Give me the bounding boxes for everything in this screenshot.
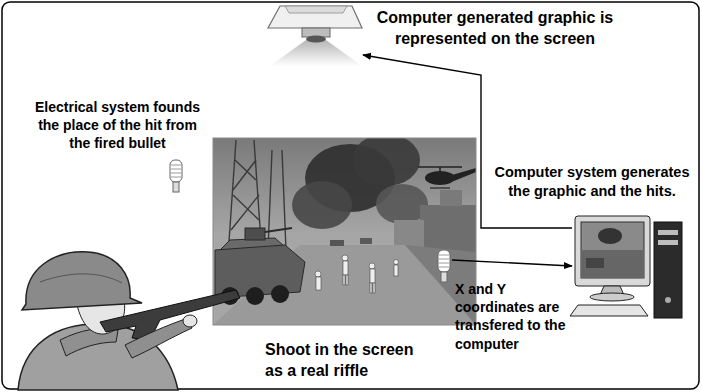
helicopter-body [425,171,455,185]
sensor-head [170,160,182,182]
vehicle-wheel [271,285,289,303]
sensor-grille [439,255,449,267]
computer-tower [654,222,682,318]
shooter-helmet [22,252,142,310]
shooter-figure [18,252,240,390]
sensor-handle [173,182,179,192]
sensor-node: Electrical system founds the place of th… [168,160,184,192]
building [440,190,462,206]
power-button [665,297,671,303]
connector-arrow [452,260,572,266]
light-cone [270,40,362,66]
figure-body [316,277,321,290]
sensor-grille [171,165,181,177]
shooter-forearm [125,318,192,358]
helicopter [418,167,476,188]
grille-line [171,177,181,178]
grille-line [171,169,181,170]
game-screen [213,134,476,325]
vehicle-wheel [246,287,264,305]
monitor-screen [581,222,644,278]
node-label: X and Y coordinates are transfered to th… [455,280,567,353]
helicopter-tail [452,168,476,181]
monitor-scene-ground [581,250,644,278]
figure-head [369,263,375,269]
figure-head [394,260,399,265]
tower-brace [233,195,259,220]
keyboard [570,305,648,316]
screen-border [213,138,476,325]
vehicle-gun [265,228,292,232]
figure-leg [343,275,345,285]
figure-leg [373,283,375,293]
grille-line [439,263,449,264]
projector-body [268,6,362,28]
shooter-hand [183,315,197,327]
tower-leg [228,140,236,256]
soldier-figures [315,255,399,293]
projector-top [285,6,347,13]
computer-node: Computer system generates the graphic an… [572,212,682,322]
helicopter-skid [430,187,450,188]
node-label: Computer system generates the graphic an… [492,163,692,201]
hit-sensor-icon [438,250,450,282]
figure-body [394,265,398,276]
grille-line [171,173,181,174]
monitor-case [575,216,650,286]
drive-bay [658,230,678,235]
far-car [360,238,372,244]
figure-leg [370,283,372,293]
computer-icon [570,216,682,318]
helmet-band [40,274,122,283]
road [213,245,476,325]
shooter-node: Shoot in the screen as a real riffle [15,250,245,390]
node-label: Electrical system founds the place of th… [30,98,205,153]
tower-leg [268,150,272,250]
projector-icon [268,6,362,66]
node-label: Shoot in the screen as a real riffle [265,340,430,382]
tower-leg [282,150,286,250]
game-scene [213,138,476,325]
monitor-scene-vehicle [586,258,604,268]
monitor-scene-smoke [598,228,622,244]
node-label: Computer generated graphic is represente… [370,8,620,50]
helicopter-mast [439,167,441,172]
figure-leg [346,275,348,285]
figure-head [315,271,321,277]
projector-lens [306,36,326,43]
grille-line [439,267,449,268]
monitor-base [590,293,634,301]
tower-brace [233,160,256,190]
sensor-node: X and Y coordinates are transfered to th… [436,250,452,282]
figure-body [370,269,375,283]
projector-node: Computer generated graphic is represente… [268,5,363,65]
figure-head [342,255,348,261]
screen-sky [213,138,476,325]
smoke-cloud [352,138,420,186]
tower-brace [231,195,259,230]
sensor-handle [441,272,447,282]
grille-line [171,165,181,166]
vehicle-turret [245,228,265,240]
smoke-cloud [292,181,352,229]
hit-sensor-icon [170,160,182,192]
lattice-tower [228,140,286,256]
far-car [330,240,344,246]
connector-arrow [363,55,572,228]
figure-body [343,261,348,275]
grille-line [439,259,449,260]
grille-line [439,255,449,256]
drive-bay [658,240,678,245]
sensor-head [438,250,450,272]
